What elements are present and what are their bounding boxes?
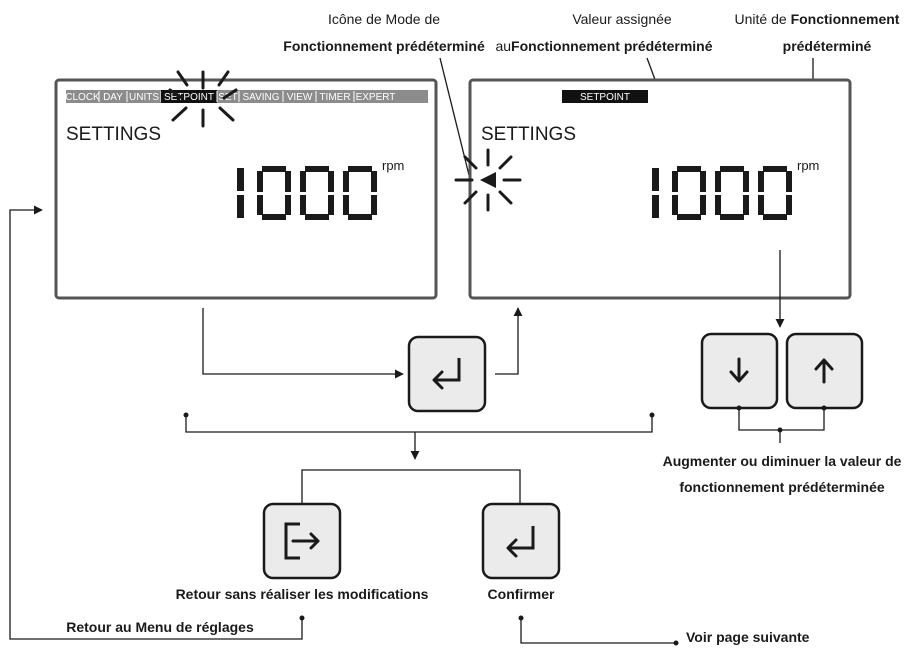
icon-mode-label-line2: Fonctionnement prédéterminé bbox=[283, 38, 485, 54]
menu-tab-day: DAY bbox=[103, 92, 123, 103]
confirm-caption: Confirmer bbox=[488, 586, 555, 602]
mode-icon-burst bbox=[454, 148, 522, 212]
exit-door-icon bbox=[284, 522, 300, 560]
confirm-button[interactable] bbox=[481, 502, 561, 580]
branch-split-line bbox=[301, 469, 521, 504]
branch-bracket bbox=[185, 415, 653, 433]
menu-tab-units: UNITS bbox=[129, 92, 159, 103]
right-display-panel: SETPOINT SETTINGS rpm bbox=[468, 78, 852, 300]
down-button[interactable] bbox=[700, 332, 779, 410]
menu-tab-set: SET bbox=[218, 92, 237, 103]
adjust-caption-line1: Augmenter ou diminuer la valeur de bbox=[663, 453, 902, 469]
menu-tab-clock: CLOCK bbox=[65, 92, 100, 103]
assigned-value-label-line1: Valeur assignée bbox=[572, 11, 672, 27]
enter-arrow-icon bbox=[434, 358, 461, 382]
enter-arrow-icon bbox=[508, 526, 535, 550]
settings-label: SETTINGS bbox=[66, 124, 161, 145]
mode-triangle-icon bbox=[480, 172, 496, 188]
return-no-changes-caption: Retour sans réaliser les modifications bbox=[176, 586, 429, 602]
icon-mode-label-line1: Icône de Mode de bbox=[328, 11, 440, 27]
return-menu-caption: Retour au Menu de réglages bbox=[66, 619, 254, 635]
unit-label-line1: Unité de Fonctionnement bbox=[735, 11, 900, 27]
enter-button-middle[interactable] bbox=[407, 335, 487, 413]
next-page-caption: Voir page suivante bbox=[686, 629, 810, 645]
setpoint-tag bbox=[562, 90, 648, 103]
adjust-caption-line2: fonctionnement prédéterminée bbox=[679, 479, 885, 495]
unit-label: rpm bbox=[797, 158, 819, 173]
menu-bar bbox=[66, 90, 428, 103]
arrow-down-icon bbox=[729, 357, 749, 383]
unit-label-line2: prédéterminé bbox=[783, 38, 872, 54]
unit-label: rpm bbox=[382, 158, 404, 173]
menu-tab-view: VIEW bbox=[287, 92, 313, 103]
return-to-menu-arrow bbox=[9, 205, 303, 640]
assigned-value-label-line2: auFonctionnement prédéterminé bbox=[495, 38, 712, 54]
menu-tab-timer: TIMER bbox=[319, 92, 350, 103]
next-page-line bbox=[520, 618, 676, 644]
menu-tab-setpoint: SETPOINT bbox=[164, 92, 214, 103]
menu-tab-saving: SAVING bbox=[242, 92, 279, 103]
up-button[interactable] bbox=[785, 332, 864, 410]
flow-to-right-display-arrow bbox=[495, 307, 523, 375]
exit-button[interactable] bbox=[262, 502, 342, 580]
flow-to-enter-arrow bbox=[202, 308, 404, 379]
menu-tab-expert: EXPERT bbox=[356, 92, 396, 103]
setpoint-tag-label: SETPOINT bbox=[580, 92, 630, 103]
keys-bracket bbox=[738, 408, 825, 443]
settings-label: SETTINGS bbox=[481, 124, 576, 145]
arrow-up-icon bbox=[814, 358, 834, 384]
setpoint-blink-icon bbox=[168, 70, 238, 128]
